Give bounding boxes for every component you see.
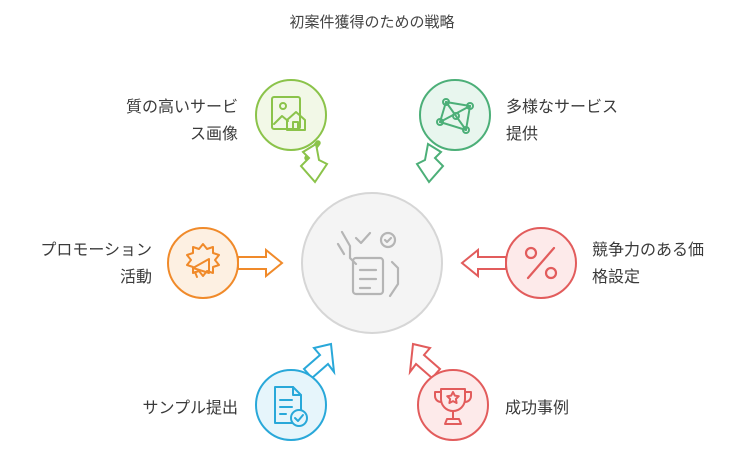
node-variety xyxy=(415,79,491,184)
label-sample: サンプル提出 xyxy=(142,394,238,421)
node-price xyxy=(460,227,577,299)
megaphone-icon xyxy=(186,243,220,278)
label-success: 成功事例 xyxy=(505,394,569,421)
node-success xyxy=(408,342,489,441)
label-quality: 質の高いサービ ス画像 xyxy=(126,93,238,147)
network-icon xyxy=(436,98,474,134)
label-variety-line-2: 提供 xyxy=(506,124,539,143)
node-promo xyxy=(167,227,284,299)
center-node xyxy=(301,192,443,334)
checklist-hand-icon xyxy=(336,230,400,298)
label-price-line-1: 競争力のある価 xyxy=(592,240,705,259)
trophy-icon xyxy=(434,388,472,425)
label-variety-line-1: 多様なサービス xyxy=(506,97,619,116)
label-sample-line-1: サンプル提出 xyxy=(142,398,238,417)
node-quality xyxy=(255,79,329,184)
node-sample xyxy=(255,342,336,441)
document-check-icon xyxy=(274,386,308,427)
diagram-title: 初案件獲得のための戦略 xyxy=(289,13,455,31)
label-quality-line-1: 質の高いサービ xyxy=(125,97,238,116)
label-quality-line-2: ス画像 xyxy=(189,124,238,143)
label-success-line-1: 成功事例 xyxy=(505,398,570,417)
label-variety: 多様なサービス 提供 xyxy=(506,93,618,147)
label-promo-line-1: プロモーション xyxy=(40,240,152,259)
percent-icon xyxy=(524,246,558,280)
image-house-icon xyxy=(271,96,306,131)
label-promo: プロモーション 活動 xyxy=(40,236,152,290)
label-price-line-2: 格設定 xyxy=(592,267,641,286)
label-promo-line-2: 活動 xyxy=(119,267,152,286)
label-price: 競争力のある価 格設定 xyxy=(592,236,704,290)
